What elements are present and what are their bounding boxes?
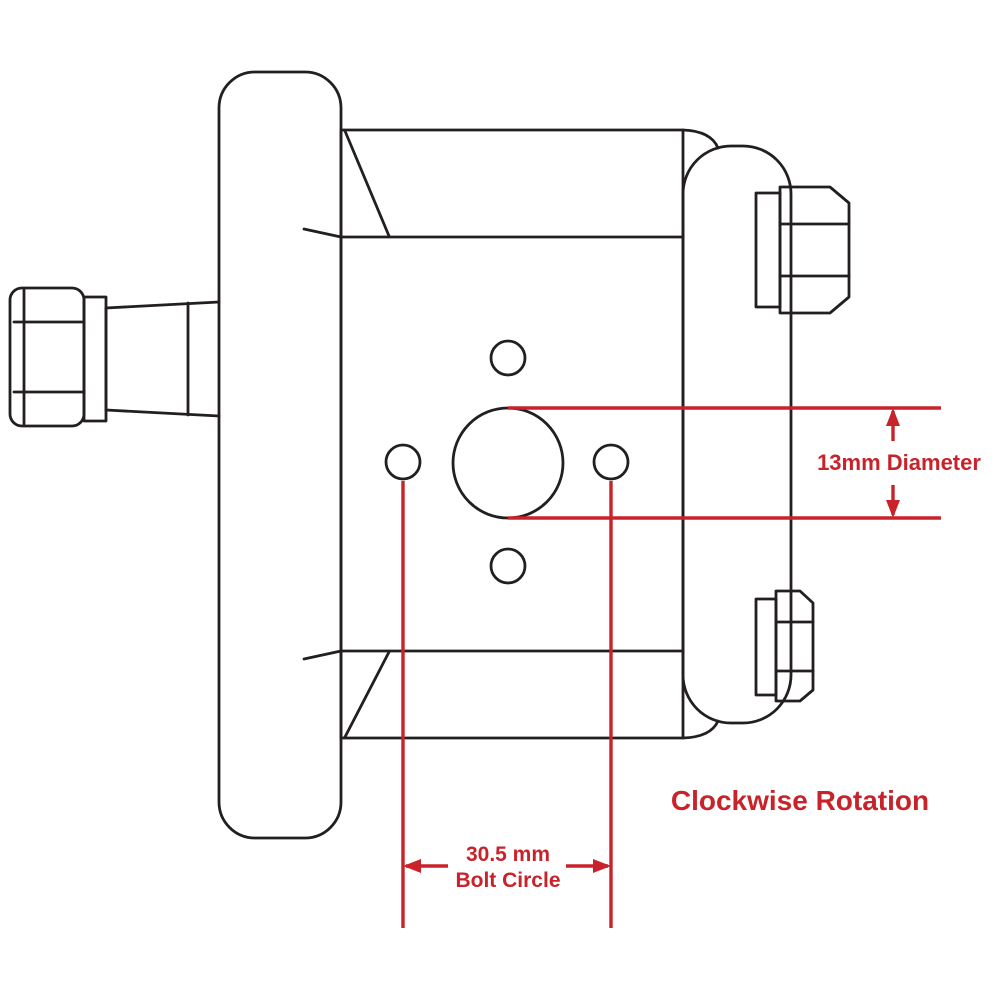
end-cover xyxy=(681,128,793,740)
top-fitting-hex-head xyxy=(778,185,851,315)
bottom-fitting-hex-head xyxy=(774,589,815,703)
bottom-fitting-washer xyxy=(754,597,778,697)
nut-outline xyxy=(8,286,86,428)
diameter-label: 13mm Diameter xyxy=(817,450,981,475)
body-chamfer-bottom-left xyxy=(343,650,391,739)
arrow-left-icon xyxy=(403,859,421,873)
mounting-flange xyxy=(217,70,343,840)
body-outline xyxy=(339,128,685,740)
bolt-circle-caption-label: Bolt Circle xyxy=(455,869,560,892)
bottom-port-fitting xyxy=(754,589,815,703)
shaft-top-edge xyxy=(104,300,221,310)
bolt-hole-bottom xyxy=(489,547,527,585)
top-fitting-washer xyxy=(754,191,782,309)
drive-shaft xyxy=(82,295,221,423)
arrow-down-icon xyxy=(886,500,900,518)
arrow-up-icon xyxy=(886,408,900,426)
rotation-label: Clockwise Rotation xyxy=(671,785,929,816)
end-cover-joint-top xyxy=(681,128,720,150)
pump-body xyxy=(339,128,685,740)
diameter-dimension: 13mm Diameter xyxy=(508,406,981,520)
end-cover-outline xyxy=(681,144,793,725)
shaft-washer xyxy=(82,295,108,423)
bolt-circle-dimension: 30.5 mm Bolt Circle xyxy=(401,481,613,928)
shaft-nut xyxy=(8,286,86,428)
dimension-annotations: 13mm Diameter 30.5 mm Bolt Circle Clockw… xyxy=(401,406,981,928)
bolt-hole-left xyxy=(384,443,422,481)
bolt-circle-value-label: 30.5 mm xyxy=(466,843,550,866)
bolt-hole-top xyxy=(489,339,527,377)
top-port-fitting xyxy=(754,185,851,315)
end-cover-joint-bottom xyxy=(681,719,720,740)
pump-line-art xyxy=(8,70,851,840)
flange-bevel-top xyxy=(302,227,343,239)
body-chamfer-top-left xyxy=(343,129,391,238)
shaft-bottom-edge xyxy=(104,408,221,418)
center-bore xyxy=(451,406,565,520)
bolt-hole-right xyxy=(592,443,630,481)
arrow-right-icon xyxy=(593,859,611,873)
flange-bevel-bottom xyxy=(302,649,343,661)
